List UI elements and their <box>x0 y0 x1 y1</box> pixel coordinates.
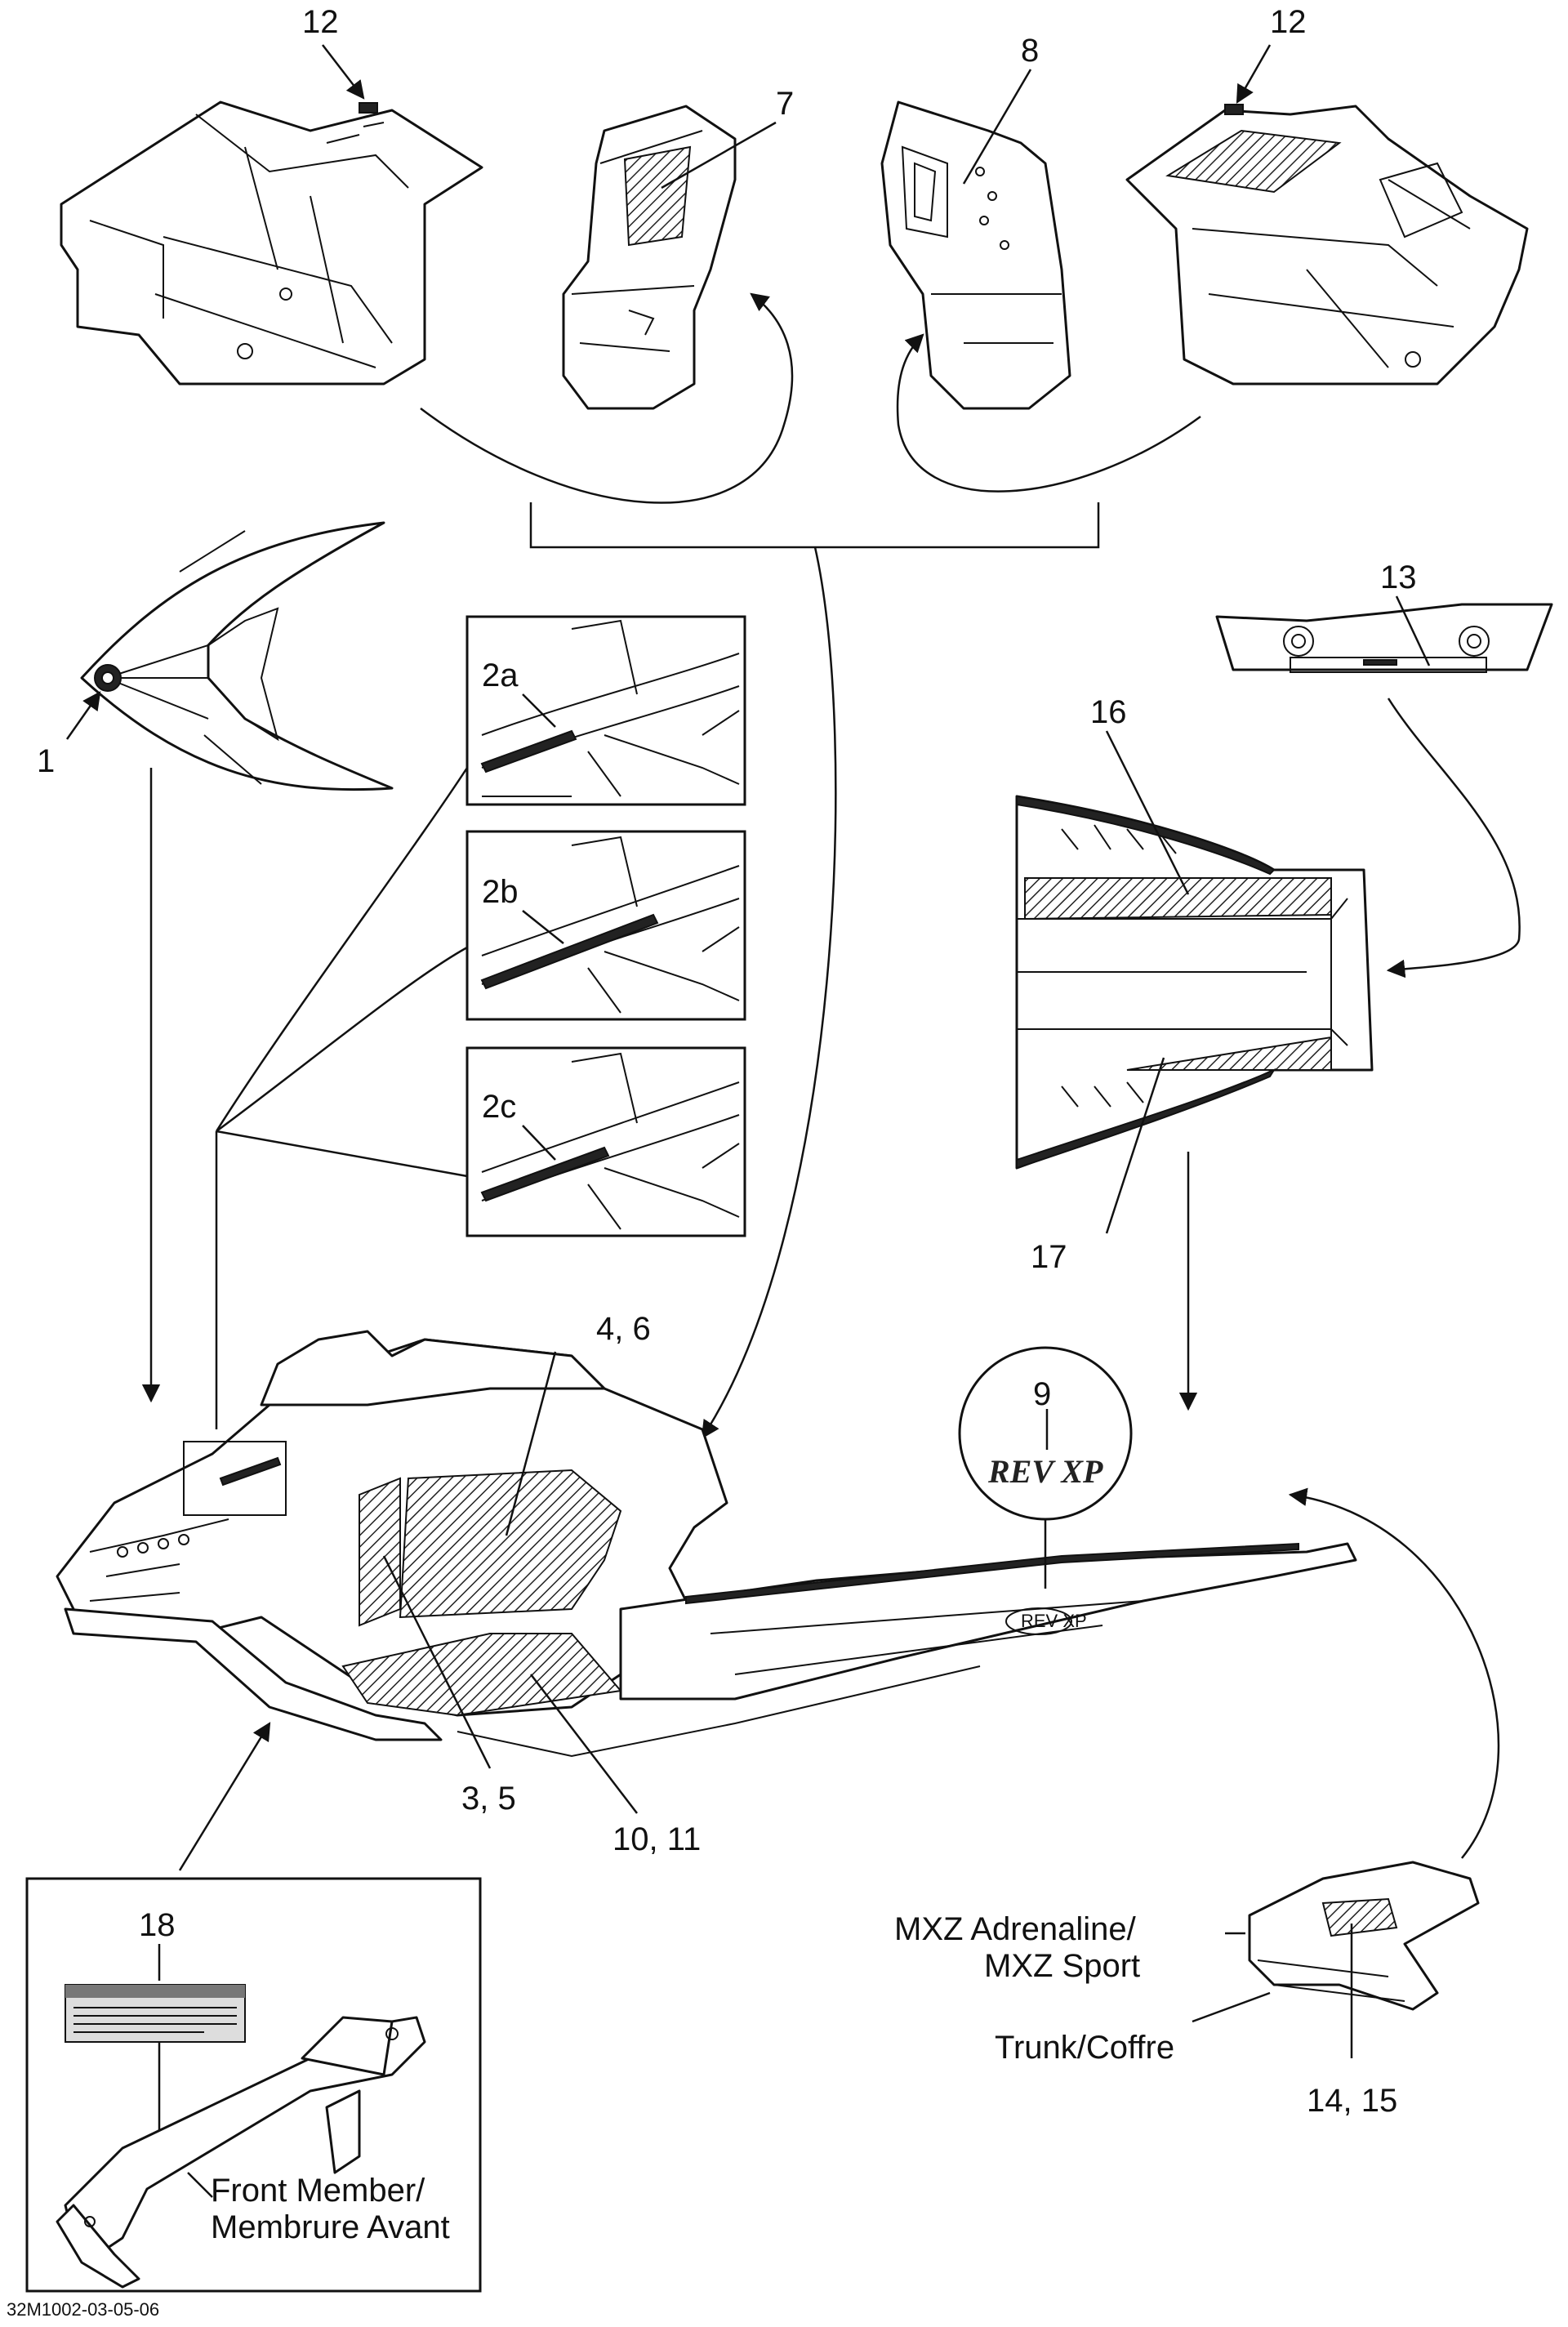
decal-2b <box>480 913 659 990</box>
rear-bumper-panel <box>1215 603 1553 673</box>
label-mxz-line1: MXZ Adrenaline/ <box>894 1911 1137 1947</box>
right-inner-panel <box>880 100 1071 410</box>
detail-box-2c <box>466 1046 746 1237</box>
detail-box-2a <box>466 615 746 806</box>
decal-4-6 <box>399 1469 622 1619</box>
decal-2a <box>480 729 577 773</box>
callout-10-11: 10, 11 <box>612 1821 701 1857</box>
callout-2a: 2a <box>482 658 519 693</box>
left-inner-panel <box>562 105 737 410</box>
decal-13 <box>1363 659 1397 666</box>
callout-1: 1 <box>37 743 55 779</box>
hood-nose <box>80 521 394 791</box>
snowmobile-body: REV XP <box>56 1330 1357 1758</box>
right-side-panel <box>1125 104 1529 386</box>
logo-9-text: REV XP <box>987 1453 1103 1490</box>
callout-16: 16 <box>1090 694 1127 730</box>
figure-code: 32M1002-03-05-06 <box>7 2299 159 2320</box>
label-trunk: Trunk/Coffre <box>995 2030 1174 2066</box>
callout-2c: 2c <box>482 1089 516 1125</box>
callout-4-6: 4, 6 <box>596 1311 651 1347</box>
decal-16 <box>1024 877 1332 921</box>
decal-3-5 <box>359 1477 401 1627</box>
label-front-member-line1: Front Member/ <box>211 2173 425 2209</box>
detail-box-2b <box>466 830 746 1021</box>
decal-12-right <box>1165 129 1342 194</box>
tunnel-top-view <box>1015 795 1374 1170</box>
callout-8: 8 <box>1021 33 1039 69</box>
decal-12-left-mark <box>359 102 378 114</box>
decal-12-right-mark <box>1224 104 1244 115</box>
callout-12-left: 12 <box>302 4 339 40</box>
tunnel-logo-text: REV XP <box>1021 1611 1087 1631</box>
callout-13: 13 <box>1380 559 1417 595</box>
callout-2b: 2b <box>482 874 519 910</box>
callout-12-right: 12 <box>1270 4 1307 40</box>
label-mxz-line2: MXZ Sport <box>984 1948 1140 1984</box>
hood-decal-frame <box>183 1441 287 1516</box>
callout-17: 17 <box>1031 1239 1067 1275</box>
callout-18: 18 <box>139 1907 176 1943</box>
callout-7: 7 <box>776 86 794 122</box>
label-front-member-line2: Membrure Avant <box>211 2209 450 2245</box>
callout-14-15: 14, 15 <box>1307 2083 1397 2119</box>
callout-3-5: 3, 5 <box>461 1781 516 1817</box>
callout-9: 9 <box>1033 1376 1051 1412</box>
decal-14-15 <box>1321 1897 1398 1937</box>
front-member-box <box>25 1877 482 2293</box>
left-side-panel <box>60 100 483 386</box>
rear-trunk-section <box>1192 1861 1480 2058</box>
logo-9-callout: REV XP <box>958 1346 1133 1589</box>
decal-7 <box>623 145 692 247</box>
decal-2c <box>480 1146 610 1202</box>
